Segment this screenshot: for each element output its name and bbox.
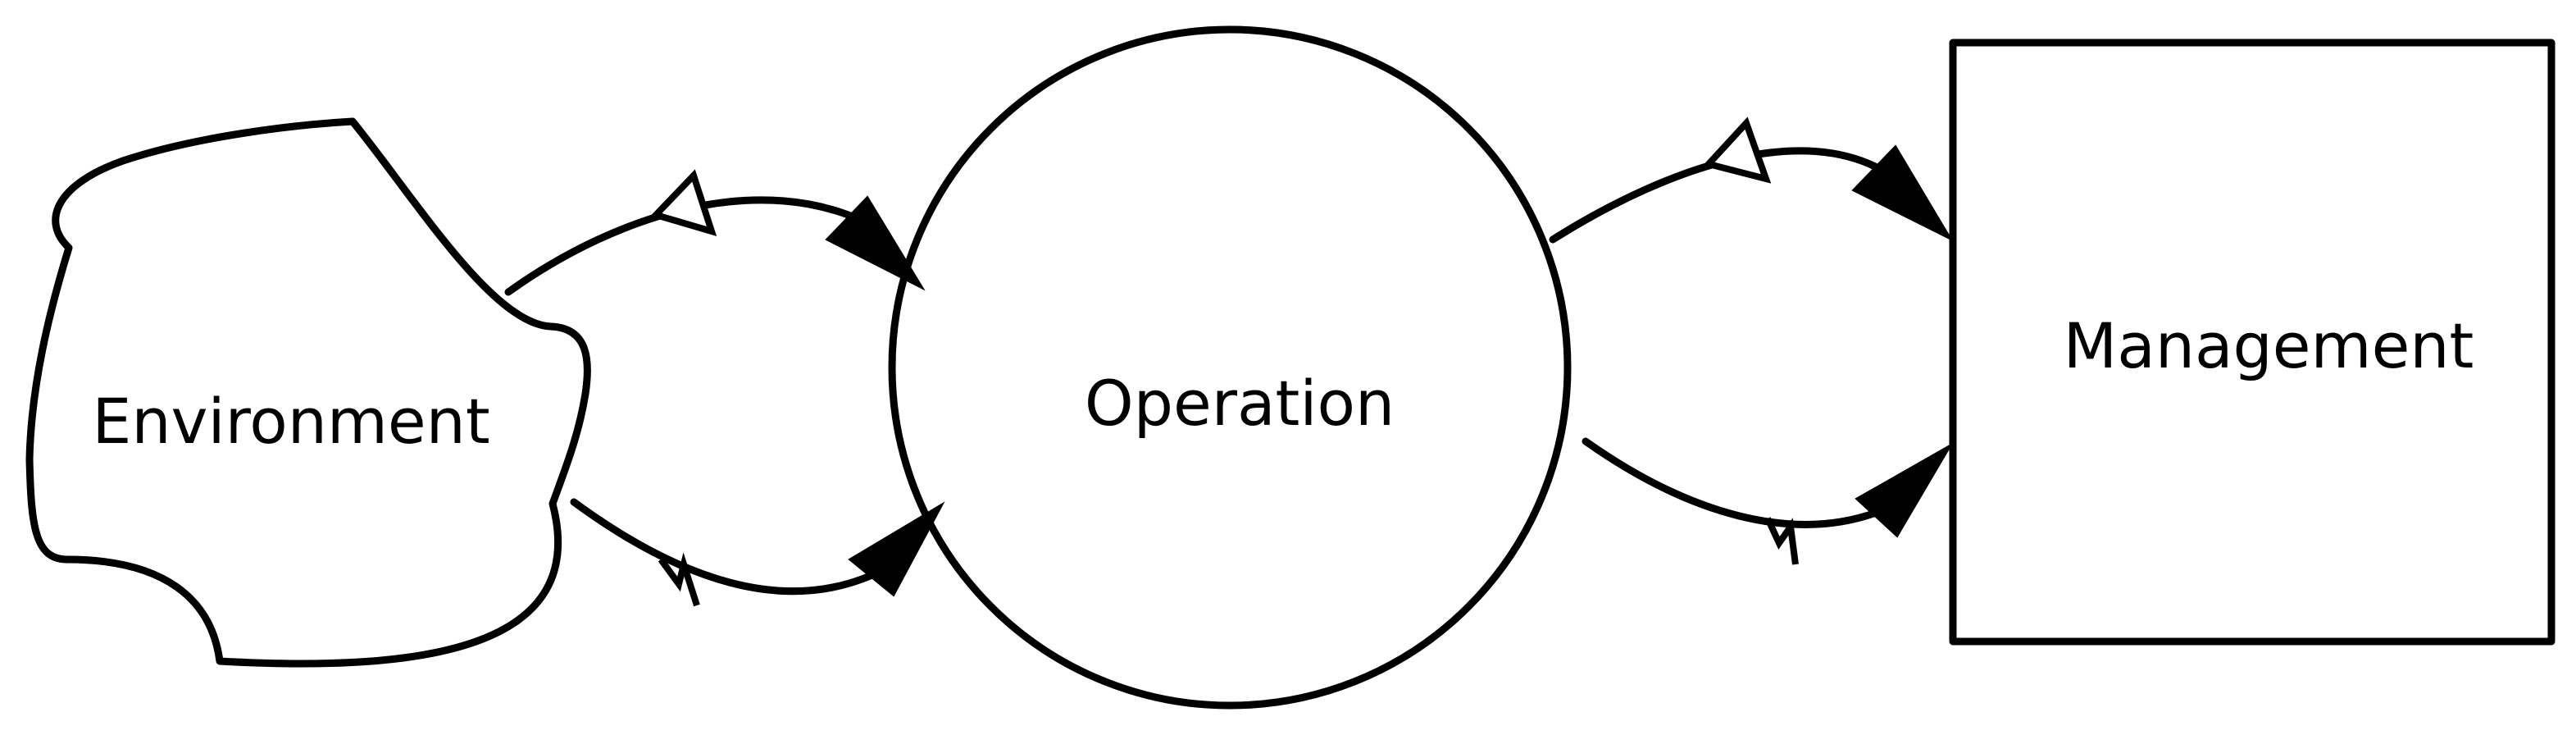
arrowhead-solid bbox=[1851, 144, 1954, 242]
arrowhead-solid bbox=[825, 195, 926, 291]
arrowhead-solid bbox=[1855, 442, 1954, 538]
arc-environment-operation-upper bbox=[504, 169, 926, 296]
arrowhead-solid bbox=[848, 501, 945, 597]
arc-operation-management-lower bbox=[1582, 437, 1954, 565]
arc-operation-management-upper bbox=[1549, 116, 1954, 244]
environment-shape bbox=[25, 117, 591, 668]
zigzag-marker bbox=[658, 552, 700, 607]
zigzag-marker bbox=[1764, 517, 1799, 565]
management-node: Management bbox=[1949, 39, 2556, 646]
arc-environment-operation-lower bbox=[570, 498, 945, 607]
environment-label: Environment bbox=[92, 385, 489, 458]
operation-shape bbox=[888, 25, 1572, 710]
management-label: Management bbox=[2064, 309, 2474, 382]
open-triangle-marker bbox=[649, 169, 717, 236]
arc-line bbox=[1582, 437, 1898, 528]
operation-label: Operation bbox=[1085, 367, 1395, 440]
environment-node: Environment bbox=[25, 117, 591, 668]
management-shape bbox=[1949, 39, 2556, 646]
arc-line bbox=[570, 498, 894, 596]
operation-node: Operation bbox=[888, 25, 1572, 710]
open-triangle-marker bbox=[1702, 116, 1772, 184]
